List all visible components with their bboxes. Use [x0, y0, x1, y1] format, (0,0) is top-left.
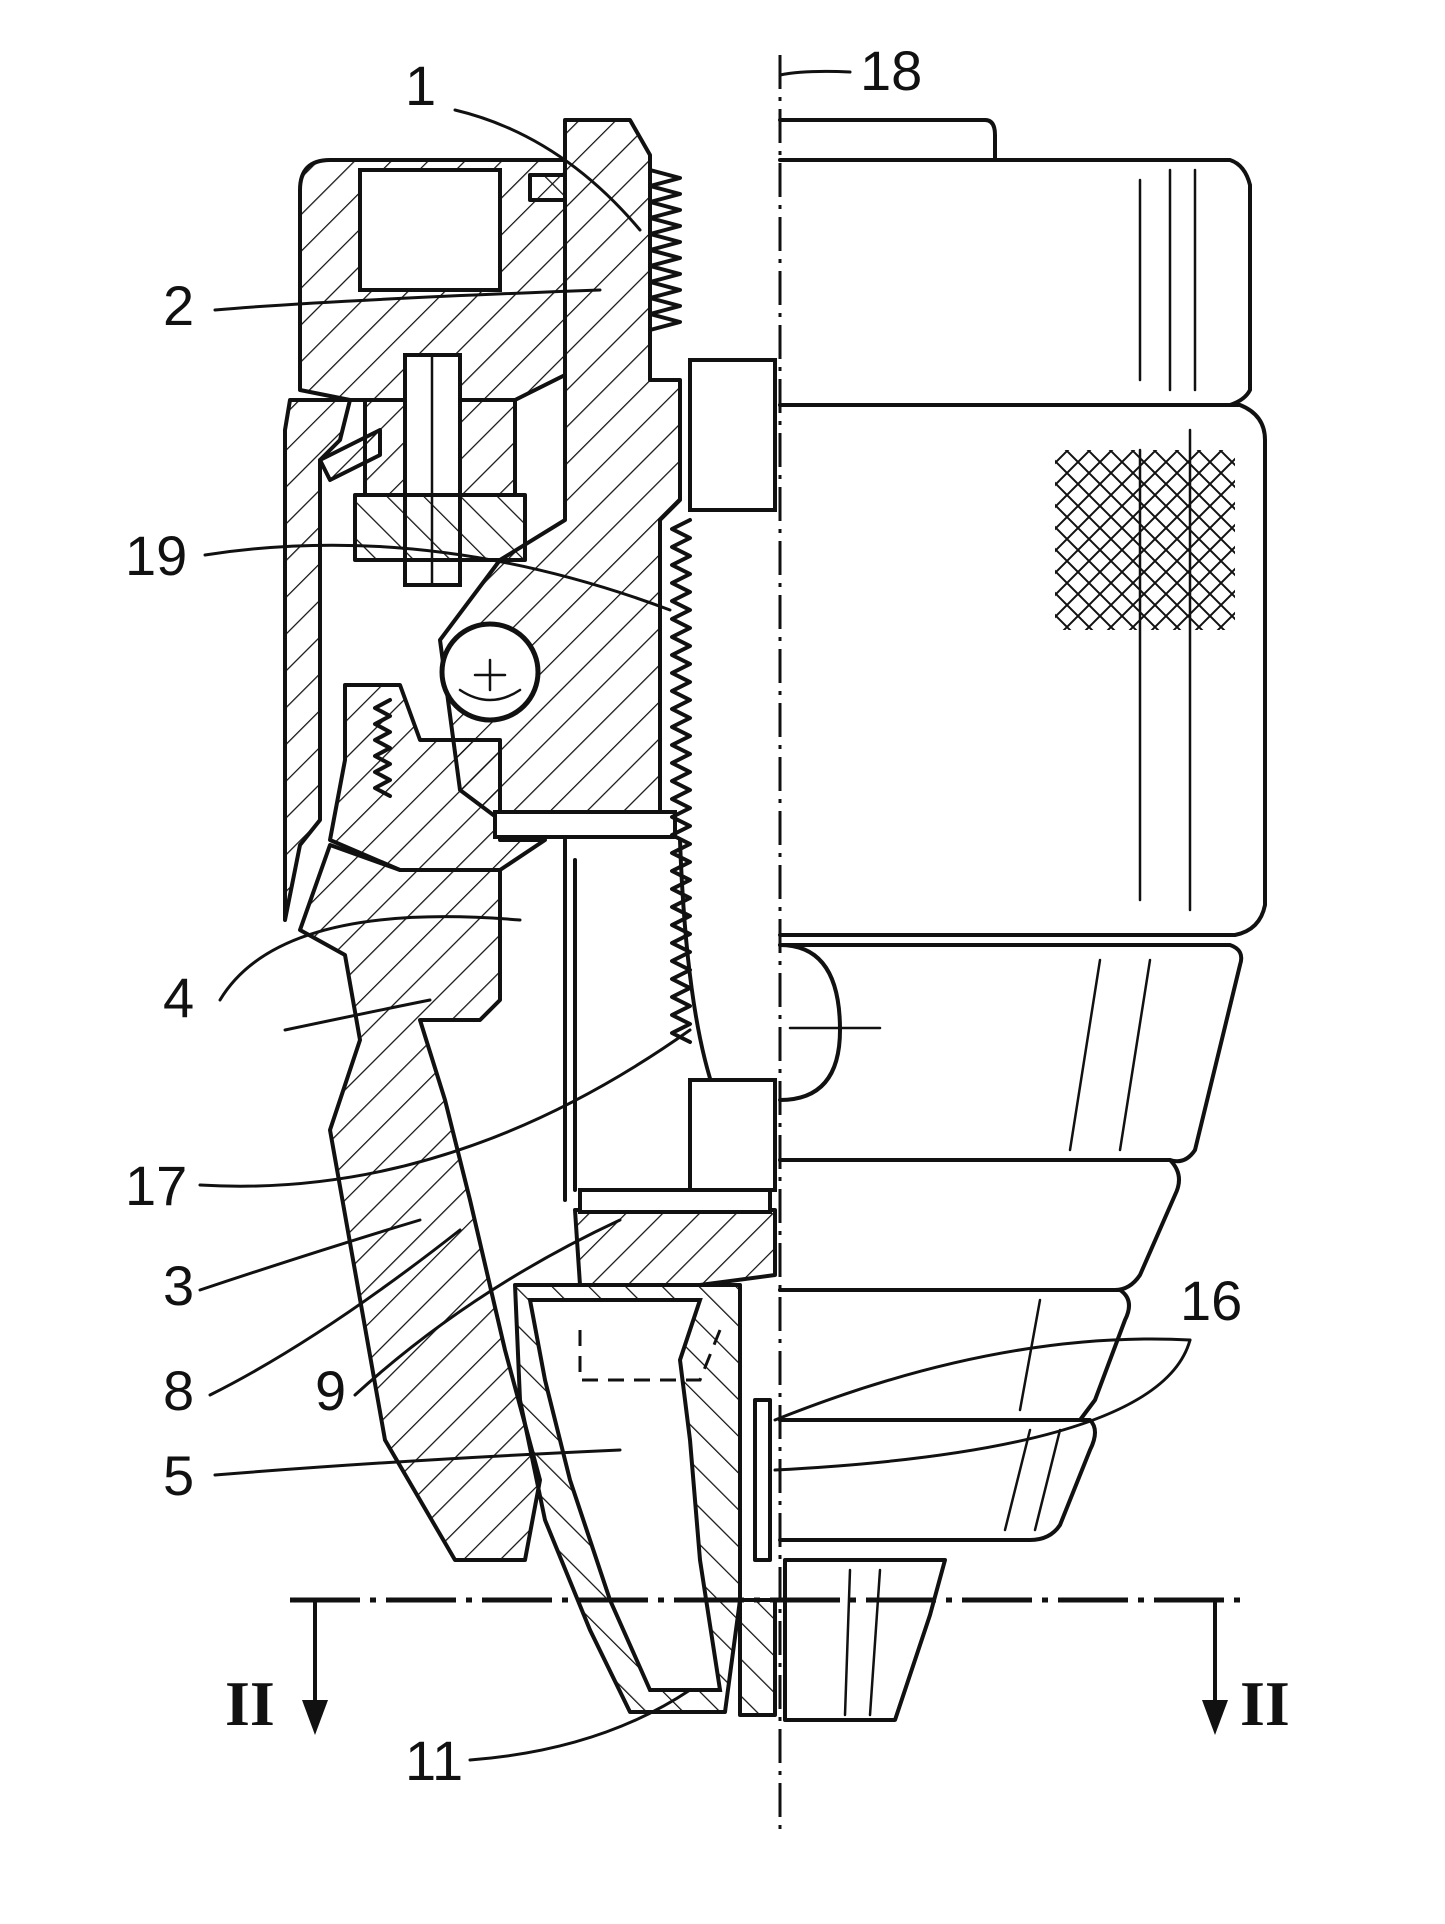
- guide-sleeve: [575, 1210, 775, 1285]
- thrust-washer: [495, 812, 675, 837]
- top-sleeve-bore: [360, 170, 500, 290]
- knurl-pattern: [1055, 450, 1235, 630]
- numeral-9: 9: [315, 1359, 346, 1422]
- upper-sleeve: [780, 160, 1250, 405]
- numeral-5: 5: [163, 1444, 194, 1507]
- numeral-17: 17: [125, 1154, 187, 1217]
- top-cap: [780, 120, 995, 160]
- numeral-18: 18: [860, 39, 922, 102]
- numeral-3: 3: [163, 1254, 194, 1317]
- nose-cone-middle: [780, 1160, 1179, 1290]
- nose-cone-upper: [780, 945, 1241, 1161]
- numeral-8: 8: [163, 1359, 194, 1422]
- numeral-2: 2: [163, 274, 194, 337]
- numeral-1: 1: [405, 54, 436, 117]
- section-mark-right: II: [1240, 1668, 1290, 1739]
- sectional-half: [285, 120, 775, 1715]
- spindle-tip: [740, 1600, 775, 1715]
- body-thread: [650, 170, 680, 330]
- view-hole: [780, 945, 840, 1100]
- jaw-tips-exterior: [785, 1560, 945, 1720]
- numeral-16: 16: [1180, 1269, 1242, 1332]
- section-mark-left: II: [225, 1668, 275, 1739]
- top-sleeve-key: [530, 175, 565, 200]
- pin-bushing: [355, 495, 525, 560]
- numeral-19: 19: [125, 524, 187, 587]
- exterior-half: [780, 120, 1265, 1720]
- nose-cone-lower: [780, 1290, 1129, 1420]
- numeral-11: 11: [405, 1729, 463, 1792]
- jaw-carrier: [300, 845, 540, 1560]
- numeral-4: 4: [163, 966, 194, 1029]
